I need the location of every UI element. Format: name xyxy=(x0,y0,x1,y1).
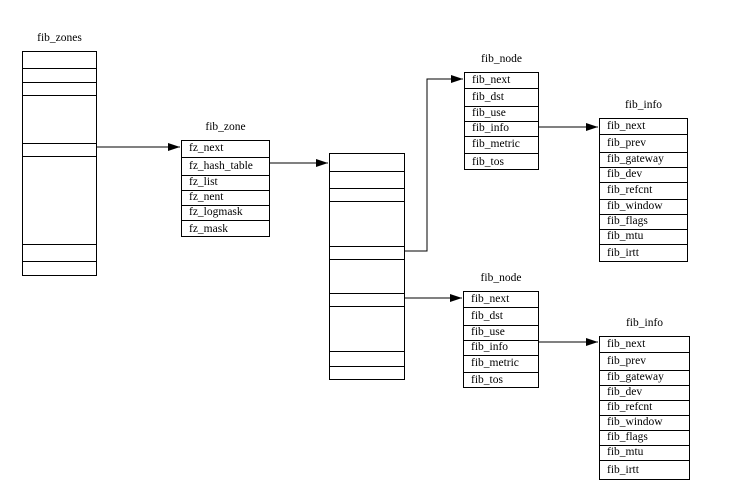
struct-row-fib_node_top-fib_dst: fib_dst xyxy=(465,88,538,106)
struct-row-fib_node_top-fib_tos: fib_tos xyxy=(465,153,538,171)
struct-row-hash_table-slot6 xyxy=(330,293,404,306)
struct-row-fib_info_bottom-fib_next: fib_next xyxy=(607,337,646,350)
struct-row-fib_info_top-fib_dev: fib_dev xyxy=(600,167,687,182)
struct-row-fib_info_bottom-fib_gateway: fib_gateway xyxy=(600,370,689,385)
struct-title-fib_node_bottom: fib_node xyxy=(480,272,522,284)
struct-row-hash_table-slot4 xyxy=(330,246,404,259)
struct-row-fib_info_top-fib_next: fib_next xyxy=(607,119,646,132)
struct-row-fib_zone-fz_nent: fz_nent xyxy=(182,190,269,205)
struct-row-fib_node_bottom-fib_dst: fib_dst xyxy=(464,307,538,325)
struct-title-fib_info_bottom: fib_info xyxy=(625,317,664,329)
struct-row-fib_info_top-fib_gateway: fib_gateway xyxy=(600,152,687,167)
struct-title-fib_node_top: fib_node xyxy=(481,53,522,65)
struct-row-hash_table-slot3 xyxy=(330,201,404,246)
struct-row-fib_node_bottom-fib_tos: fib_tos xyxy=(464,372,538,389)
struct-row-hash_table-slot8 xyxy=(330,351,404,366)
struct-row-hash_table-slot2 xyxy=(330,188,404,201)
struct-row-fib_info_bottom-fib_irtt: fib_irtt xyxy=(600,460,689,481)
struct-row-hash_table-slot7 xyxy=(330,306,404,351)
struct-row-fib_node_top-fib_use: fib_use xyxy=(465,106,538,121)
struct-row-hash_table-slot1 xyxy=(330,171,404,188)
struct-row-fib_node_top-fib_next: fib_next xyxy=(472,73,511,86)
struct-row-hash_table-slot0 xyxy=(330,154,404,171)
struct-title-fib_zone: fib_zone xyxy=(205,121,246,133)
struct-row-fib_info_top-fib_window: fib_window xyxy=(600,199,687,214)
struct-row-fib_zones-slot6 xyxy=(23,244,96,261)
struct-row-fib_info_bottom-fib_window: fib_window xyxy=(600,415,689,430)
struct-row-fib_info_top-fib_irtt: fib_irtt xyxy=(600,244,687,263)
struct-row-hash_table-slot5 xyxy=(330,259,404,293)
struct-row-fib_zones-slot5 xyxy=(23,156,96,244)
struct-row-fib_info_top-fib_prev: fib_prev xyxy=(600,134,687,152)
struct-row-fib_node_top-fib_info: fib_info xyxy=(465,121,538,136)
struct-row-fib_node_top-fib_metric: fib_metric xyxy=(465,136,538,153)
struct-row-fib_zones-slot3 xyxy=(23,95,96,143)
struct-row-fib_zones-slot0 xyxy=(23,52,96,68)
struct-row-fib_node_bottom-fib_use: fib_use xyxy=(464,325,538,340)
struct-row-fib_node_bottom-fib_info: fib_info xyxy=(464,340,538,355)
struct-row-fib_zone-fz_hash_table: fz_hash_table xyxy=(182,157,269,175)
struct-row-fib_info_bottom-fib_dev: fib_dev xyxy=(600,385,689,400)
struct-fib_zones xyxy=(22,51,97,276)
struct-row-fib_info_top-fib_flags: fib_flags xyxy=(600,214,687,229)
struct-row-fib_zone-fz_next: fz_next xyxy=(189,142,224,155)
struct-title-fib_zones: fib_zones xyxy=(37,32,82,44)
struct-row-fib_zone-fz_mask: fz_mask xyxy=(182,220,269,238)
struct-row-fib_zones-slot4 xyxy=(23,143,96,156)
struct-row-fib_zones-slot2 xyxy=(23,82,96,95)
struct-hash_table xyxy=(329,153,405,380)
struct-row-fib_zone-fz_list: fz_list xyxy=(182,175,269,190)
struct-row-fib_info_bottom-fib_flags: fib_flags xyxy=(600,430,689,445)
struct-row-fib_info_top-fib_mtu: fib_mtu xyxy=(600,229,687,244)
struct-row-fib_info_bottom-fib_mtu: fib_mtu xyxy=(600,445,689,460)
struct-row-fib_info_bottom-fib_prev: fib_prev xyxy=(600,352,689,370)
struct-row-fib_info_bottom-fib_refcnt: fib_refcnt xyxy=(600,400,689,415)
struct-row-hash_table-slot9 xyxy=(330,366,404,381)
struct-title-fib_info_top: fib_info xyxy=(624,99,663,111)
struct-row-fib_zone-fz_logmask: fz_logmask xyxy=(182,205,269,220)
struct-row-fib_node_bottom-fib_next: fib_next xyxy=(471,292,510,305)
struct-row-fib_info_top-fib_refcnt: fib_refcnt xyxy=(600,182,687,199)
struct-row-fib_zones-slot7 xyxy=(23,261,96,277)
connection-arrow-hash-row5-to-fib_node-top xyxy=(405,75,463,252)
struct-row-fib_zones-slot1 xyxy=(23,68,96,82)
struct-row-fib_node_bottom-fib_metric: fib_metric xyxy=(464,355,538,372)
